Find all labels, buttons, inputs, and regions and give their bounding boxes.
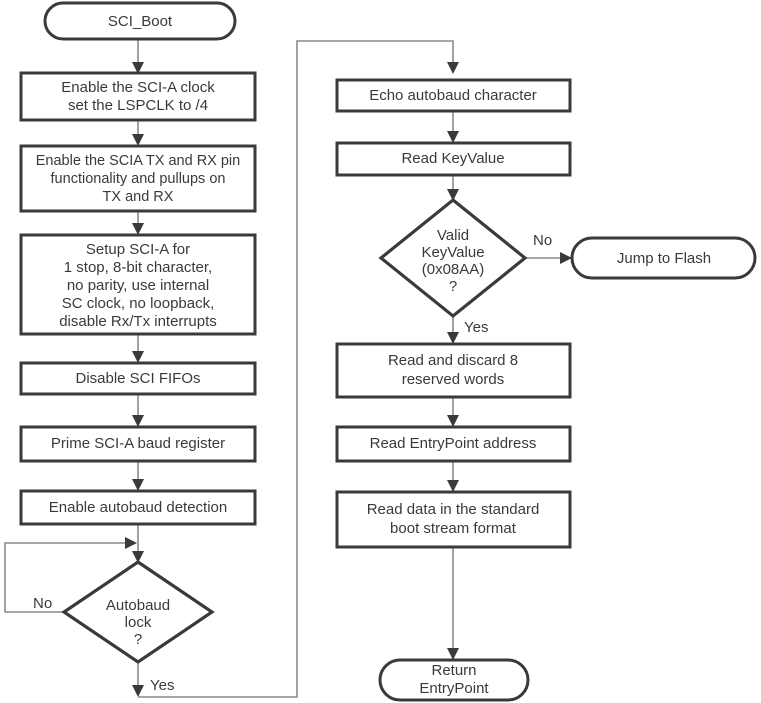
edge-disable-fifos-to-prime-baud bbox=[132, 394, 144, 427]
enable-pins-line3: TX and RX bbox=[103, 189, 174, 205]
edge-autobaud-no-loop bbox=[4, 537, 137, 613]
edge-label-autobaud-yes: Yes bbox=[150, 677, 174, 694]
node-enable-pins[interactable]: Enable the SCIA TX and RX pin functional… bbox=[19, 144, 257, 213]
edges-layer bbox=[4, 38, 572, 698]
node-read-boot-stream[interactable]: Read data in the standard boot stream fo… bbox=[335, 490, 572, 549]
valid-keyvalue-line3: (0x08AA) bbox=[422, 261, 485, 278]
edge-read-reserved-to-read-entrypoint bbox=[447, 397, 459, 427]
node-valid-keyvalue-decision[interactable]: Valid KeyValue (0x08AA) ? bbox=[378, 197, 528, 319]
edge-autobaud-yes-to-echo bbox=[132, 40, 459, 698]
enable-clock-line1: Enable the SCI-A clock bbox=[61, 79, 215, 96]
read-reserved-line2: reserved words bbox=[402, 371, 505, 388]
return-entrypoint-line2: EntryPoint bbox=[419, 680, 489, 697]
edge-label-keyvalue-yes: Yes bbox=[464, 319, 488, 336]
autobaud-lock-line1: Autobaud bbox=[106, 597, 170, 614]
enable-autobaud-label: Enable autobaud detection bbox=[49, 499, 227, 516]
valid-keyvalue-line1: Valid bbox=[437, 227, 469, 244]
echo-char-shape bbox=[335, 78, 572, 113]
edge-keyvalue-no-to-jump-flash bbox=[525, 252, 572, 264]
node-setup-scia[interactable]: Setup SCI-A for 1 stop, 8-bit character,… bbox=[19, 233, 257, 336]
node-read-entrypoint-address[interactable]: Read EntryPoint address bbox=[335, 425, 572, 463]
edge-read-keyvalue-to-valid-keyvalue bbox=[447, 175, 459, 201]
return-entrypoint-shape bbox=[378, 658, 530, 702]
enable-autobaud-shape bbox=[19, 489, 257, 526]
setup-scia-line4: SC clock, no loopback, bbox=[62, 295, 215, 312]
enable-clock-shape bbox=[19, 71, 257, 122]
read-keyvalue-shape bbox=[335, 141, 572, 177]
setup-scia-line2: 1 stop, 8-bit character, bbox=[64, 259, 212, 276]
enable-pins-line2: functionality and pullups on bbox=[51, 171, 226, 187]
prime-baud-label: Prime SCI-A baud register bbox=[51, 435, 225, 452]
read-keyvalue-label: Read KeyValue bbox=[401, 150, 504, 167]
read-reserved-line1: Read and discard 8 bbox=[388, 352, 518, 369]
disable-fifos-label: Disable SCI FIFOs bbox=[75, 370, 200, 387]
setup-scia-shape bbox=[19, 233, 257, 336]
node-start-sci-boot[interactable]: SCI_Boot bbox=[43, 1, 237, 41]
valid-keyvalue-line2: KeyValue bbox=[421, 244, 484, 261]
prime-baud-shape bbox=[19, 425, 257, 463]
autobaud-lock-line3: ? bbox=[134, 631, 142, 648]
node-disable-fifos[interactable]: Disable SCI FIFOs bbox=[19, 361, 257, 396]
edge-label-autobaud-no: No bbox=[33, 595, 52, 612]
enable-clock-line2: set the LSPCLK to /4 bbox=[68, 97, 208, 114]
edge-read-stream-to-return-entrypoint bbox=[447, 547, 459, 660]
edge-label-keyvalue-no: No bbox=[533, 232, 552, 249]
edge-start-to-enable-clock bbox=[132, 38, 144, 74]
return-entrypoint-line1: Return bbox=[431, 662, 476, 679]
valid-keyvalue-shape bbox=[378, 197, 528, 319]
setup-scia-line1: Setup SCI-A for bbox=[86, 241, 190, 258]
edge-enable-pins-to-setup-scia bbox=[132, 211, 144, 235]
edge-echo-to-read-keyvalue bbox=[447, 111, 459, 143]
edge-prime-baud-to-enable-autobaud bbox=[132, 461, 144, 491]
read-reserved-shape bbox=[335, 342, 572, 399]
read-stream-line1: Read data in the standard bbox=[367, 501, 540, 518]
echo-char-label: Echo autobaud character bbox=[369, 87, 537, 104]
read-stream-shape bbox=[335, 490, 572, 549]
node-return-entrypoint[interactable]: Return EntryPoint bbox=[378, 658, 530, 702]
start-terminal-shape bbox=[43, 1, 237, 41]
node-echo-autobaud-character[interactable]: Echo autobaud character bbox=[335, 78, 572, 113]
edge-read-entrypoint-to-read-stream bbox=[447, 461, 459, 492]
setup-scia-line5: disable Rx/Tx interrupts bbox=[59, 313, 217, 330]
enable-pins-shape bbox=[19, 144, 257, 213]
node-enable-autobaud[interactable]: Enable autobaud detection bbox=[19, 489, 257, 526]
edge-setup-scia-to-disable-fifos bbox=[132, 334, 144, 363]
enable-pins-line1: Enable the SCIA TX and RX pin bbox=[36, 153, 240, 169]
autobaud-lock-shape bbox=[61, 560, 215, 664]
edge-labels-layer: No Yes No Yes bbox=[33, 232, 552, 694]
disable-fifos-shape bbox=[19, 361, 257, 396]
node-read-keyvalue[interactable]: Read KeyValue bbox=[335, 141, 572, 177]
read-entrypoint-label: Read EntryPoint address bbox=[370, 435, 537, 452]
edge-keyvalue-yes-to-read-reserved bbox=[447, 316, 459, 344]
autobaud-lock-line2: lock bbox=[125, 614, 152, 631]
node-jump-to-flash[interactable]: Jump to Flash bbox=[570, 236, 757, 280]
node-enable-clock[interactable]: Enable the SCI-A clock set the LSPCLK to… bbox=[19, 71, 257, 122]
edge-enable-clock-to-enable-pins bbox=[132, 120, 144, 146]
setup-scia-line3: no parity, use internal bbox=[67, 277, 209, 294]
edge-enable-autobaud-to-autobaud-lock bbox=[132, 524, 144, 563]
read-entrypoint-shape bbox=[335, 425, 572, 463]
node-read-reserved-words[interactable]: Read and discard 8 reserved words bbox=[335, 342, 572, 399]
node-prime-baud[interactable]: Prime SCI-A baud register bbox=[19, 425, 257, 463]
start-terminal-label: SCI_Boot bbox=[108, 13, 173, 30]
read-stream-line2: boot stream format bbox=[390, 520, 517, 537]
jump-to-flash-label: Jump to Flash bbox=[617, 250, 711, 267]
valid-keyvalue-line4: ? bbox=[449, 278, 457, 295]
node-autobaud-lock-decision[interactable]: Autobaud lock ? bbox=[61, 560, 215, 664]
jump-to-flash-shape bbox=[570, 236, 757, 280]
